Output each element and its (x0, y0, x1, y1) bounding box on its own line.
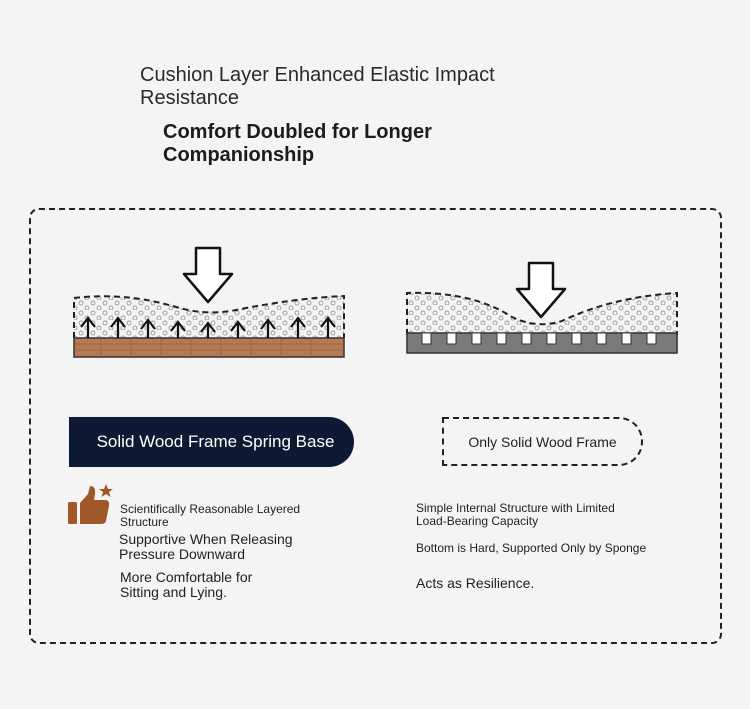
wood-frame-label: Only Solid Wood Frame (442, 417, 643, 466)
left-point-3: More Comfortable for Sitting and Lying. (120, 569, 253, 600)
star-icon (99, 484, 113, 497)
wood-plank (73, 337, 345, 358)
down-arrow-icon (182, 246, 234, 304)
page-title: Cushion Layer Enhanced Elastic Impact Re… (140, 64, 495, 109)
thumbs-up-icon (68, 484, 113, 524)
spring-base-label: Solid Wood Frame Spring Base (69, 417, 354, 467)
wood-frame-diagram (406, 261, 678, 354)
comparison-panel (29, 208, 722, 644)
spring-base-diagram (73, 246, 345, 358)
page-subtitle: Comfort Doubled for Longer Companionship (163, 121, 432, 166)
left-point-1: Scientifically Reasonable Layered Struct… (120, 502, 301, 529)
left-point-2: Supportive When Releasing Pressure Downw… (119, 531, 293, 562)
right-point-1: Simple Internal Structure with Limited L… (416, 501, 615, 528)
up-arrow-icon (80, 316, 336, 338)
right-point-2: Bottom is Hard, Supported Only by Sponge (416, 541, 647, 555)
down-arrow-icon (515, 261, 567, 319)
right-point-3: Acts as Resilience. (416, 575, 535, 591)
